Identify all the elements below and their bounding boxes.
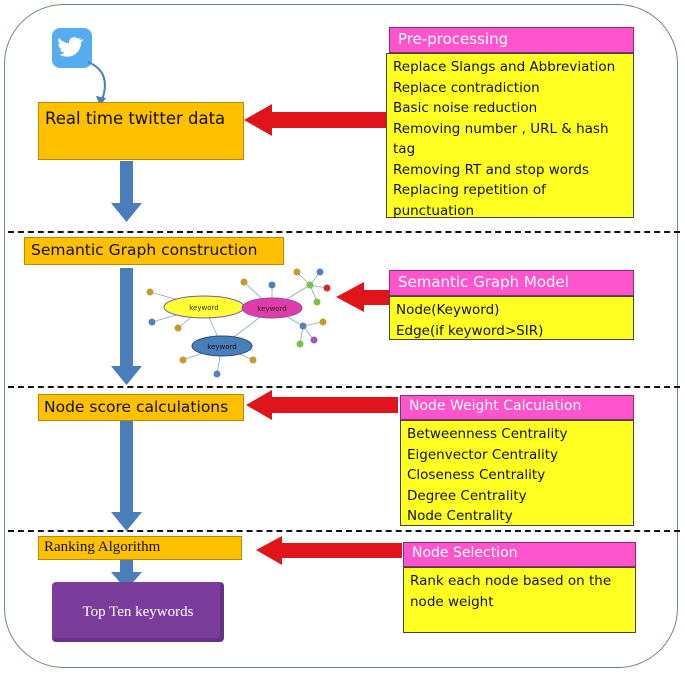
separator-1 bbox=[8, 231, 680, 233]
preprocessing-item: Removing RT and stop words bbox=[393, 161, 589, 178]
node-weight-item: Degree Centrality bbox=[407, 487, 527, 504]
stage-realtime-data-label: Real time twitter data bbox=[45, 109, 226, 128]
twitter-bird-icon bbox=[52, 28, 92, 68]
output-top-ten-keywords: Top Ten keywords bbox=[52, 582, 224, 642]
panel-node-selection-title: Node Selection bbox=[403, 542, 636, 567]
stage-ranking: Ranking Algorithm bbox=[38, 536, 242, 560]
stage-graph-construction-label: Semantic Graph construction bbox=[31, 241, 258, 259]
stage-realtime-data: Real time twitter data bbox=[38, 102, 244, 160]
node-weight-item: Eigenvector Centrality bbox=[407, 446, 559, 463]
panel-graph-model-title: Semantic Graph Model bbox=[389, 270, 634, 296]
stage-graph-construction: Semantic Graph construction bbox=[24, 237, 284, 265]
node-selection-item: Rank each node based on the node weight bbox=[410, 573, 612, 610]
node-weight-item: Node Centrality bbox=[407, 508, 513, 524]
panel-graph-model-body: Node(Keyword) Edge(if keyword>SIR) bbox=[389, 296, 634, 340]
stage-node-score: Node score calculations bbox=[38, 394, 244, 421]
node-weight-item: Betweenness Centrality bbox=[407, 426, 568, 442]
flow-arrow-2 bbox=[111, 268, 142, 385]
graph-model-item: Node(Keyword) bbox=[396, 302, 500, 318]
panel-node-weight-title: Node Weight Calculation bbox=[400, 395, 634, 420]
keyword-node-3 bbox=[191, 335, 253, 357]
keyword-label-3: keyword bbox=[207, 343, 236, 351]
stage-node-score-label: Node score calculations bbox=[44, 398, 229, 416]
input-arrow-node-selection bbox=[256, 536, 402, 565]
preprocessing-item: Basic noise reduction bbox=[393, 100, 538, 116]
preprocessing-title-text: Pre-processing bbox=[398, 30, 509, 48]
graph-leaf-nodes bbox=[146, 268, 331, 378]
panel-preprocessing-body: Replace Slangs and Abbreviation Replace … bbox=[386, 53, 634, 219]
outer-frame bbox=[4, 4, 678, 668]
graph-model-title-text: Semantic Graph Model bbox=[398, 273, 569, 291]
twitter-connector-arrowhead bbox=[96, 96, 106, 106]
input-arrow-graph-model bbox=[336, 282, 392, 312]
preprocessing-item: Removing number , URL & hash tag bbox=[393, 120, 609, 158]
keyword-label-1: keyword bbox=[189, 304, 218, 312]
twitter-connector-arrow bbox=[87, 61, 106, 101]
keyword-node-2 bbox=[241, 297, 303, 319]
flow-arrow-3 bbox=[111, 420, 142, 531]
output-label: Top Ten keywords bbox=[82, 603, 194, 620]
graph-model-item: Edge(if keyword>SIR) bbox=[396, 322, 544, 339]
panel-preprocessing-title: Pre-processing bbox=[389, 27, 634, 53]
input-arrow-node-weight bbox=[246, 390, 398, 420]
preprocessing-item: Replace contradiction bbox=[393, 79, 540, 96]
node-weight-item: Closeness Centrality bbox=[407, 467, 546, 483]
preprocessing-item: Replacing repetition of punctuation bbox=[393, 182, 546, 219]
flow-arrow-1 bbox=[111, 161, 142, 222]
panel-node-selection-body: Rank each node based on the node weight bbox=[403, 567, 636, 633]
semantic-graph-illustration bbox=[149, 271, 328, 375]
separator-3 bbox=[8, 530, 680, 532]
flow-arrow-4 bbox=[111, 560, 142, 590]
preprocessing-item: Replace Slangs and Abbreviation bbox=[393, 59, 616, 75]
node-selection-title-text: Node Selection bbox=[412, 545, 518, 561]
node-weight-title-text: Node Weight Calculation bbox=[409, 398, 582, 414]
input-arrow-preprocessing bbox=[244, 104, 392, 136]
stage-ranking-label: Ranking Algorithm bbox=[44, 539, 161, 555]
keyword-label-2: keyword bbox=[257, 305, 286, 313]
separator-2 bbox=[8, 386, 680, 388]
panel-node-weight-body: Betweenness Centrality Eigenvector Centr… bbox=[400, 420, 634, 526]
